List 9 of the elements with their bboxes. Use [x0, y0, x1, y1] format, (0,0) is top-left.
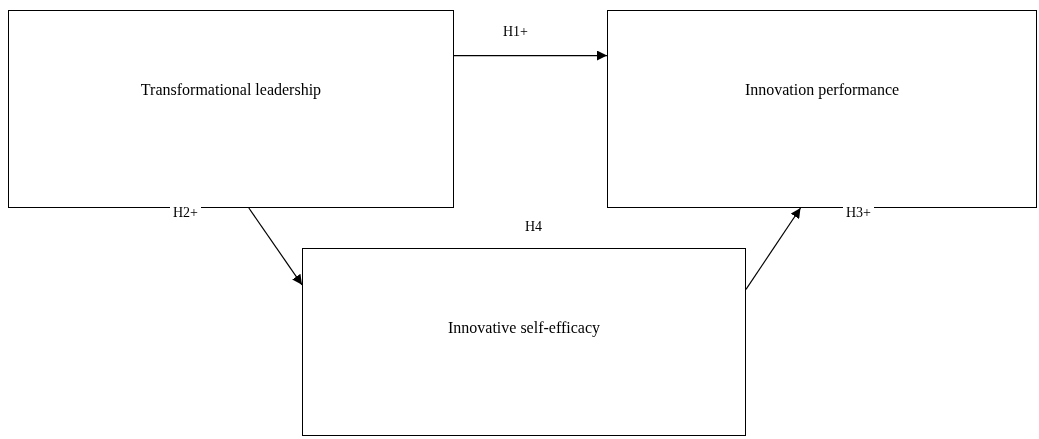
node-label: Innovative self-efficacy — [446, 319, 602, 337]
arrow — [248, 207, 303, 286]
arrow — [745, 207, 802, 290]
concept-box — [607, 10, 1037, 208]
concept-box — [8, 10, 454, 208]
node-label: Transformational leadership — [139, 81, 323, 99]
concept-box — [302, 248, 746, 436]
node-label: Innovation performance — [743, 81, 901, 99]
arrow — [453, 50, 608, 61]
